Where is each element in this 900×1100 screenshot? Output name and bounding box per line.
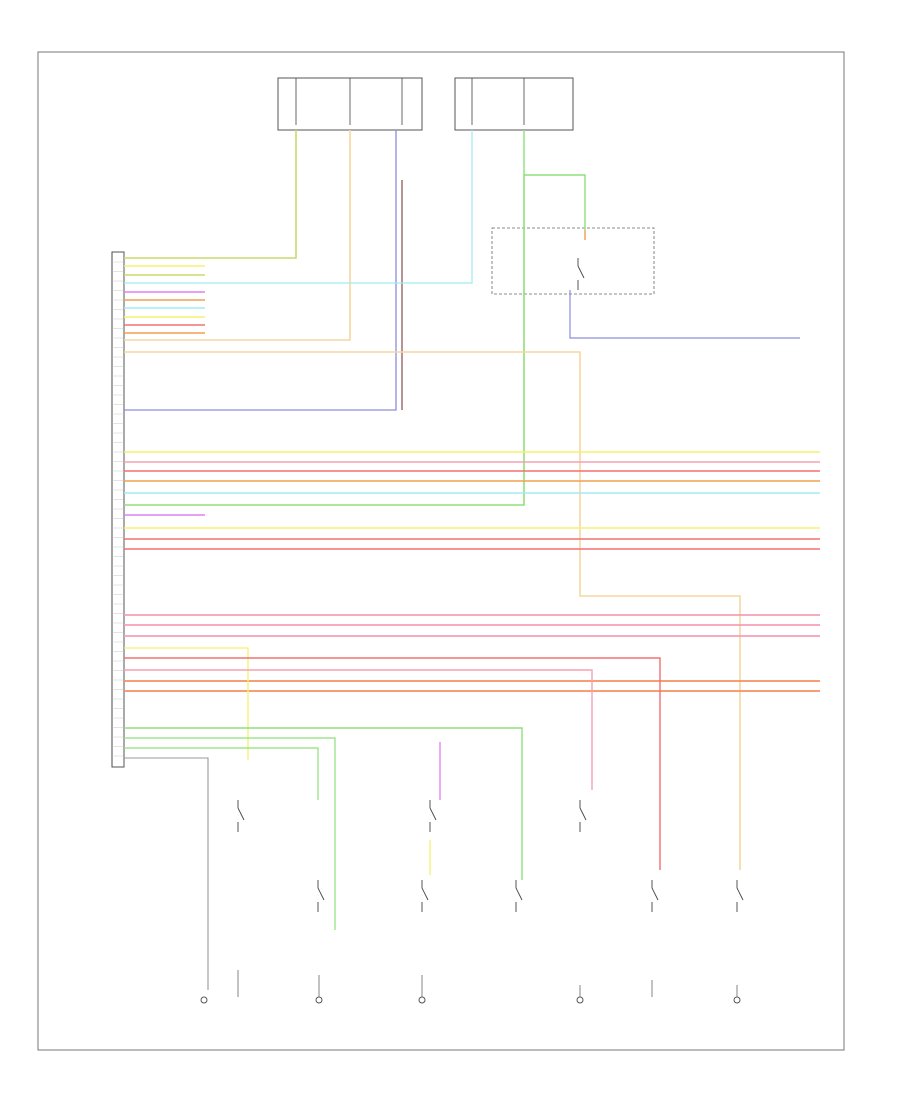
wire-feed-5 [124,175,525,506]
door-switch-0 [237,800,245,832]
diagram-frame [37,51,845,1051]
door-switch-1 [317,880,325,912]
fuse-box-left [277,77,423,131]
door-switch-2 [421,880,429,912]
wire-lower-gray [124,757,209,990]
wire-feed-5a [523,130,586,230]
wire-layer [124,130,820,997]
switch-layer [237,258,744,912]
wire-lower-grn1 [124,727,523,880]
wire-feed-2 [124,130,351,341]
central-module-connector [111,251,125,768]
wire-feed-3 [124,130,397,411]
wire-feed-4 [124,130,473,284]
wire-lower-pink [124,669,593,790]
fuse-box-right [454,77,574,131]
wire-lower-yel [124,647,249,760]
door-switch-7 [736,880,744,912]
wire-lower-grn3 [124,747,319,800]
wire-switch-out [569,290,800,339]
wire-long-tan [124,351,741,870]
switch-module-box [491,227,655,295]
door-switch-5 [579,800,587,832]
door-switch-4 [515,880,523,912]
wire-lower-red [124,657,661,870]
wire-lower-grn2 [124,737,336,930]
pin-tick-layer [112,261,124,757]
door-switch-8 [577,258,585,290]
ground-symbols [200,996,741,1004]
door-switch-6 [651,880,659,912]
wire-feed-1 [124,130,297,259]
door-switch-3 [429,800,437,832]
